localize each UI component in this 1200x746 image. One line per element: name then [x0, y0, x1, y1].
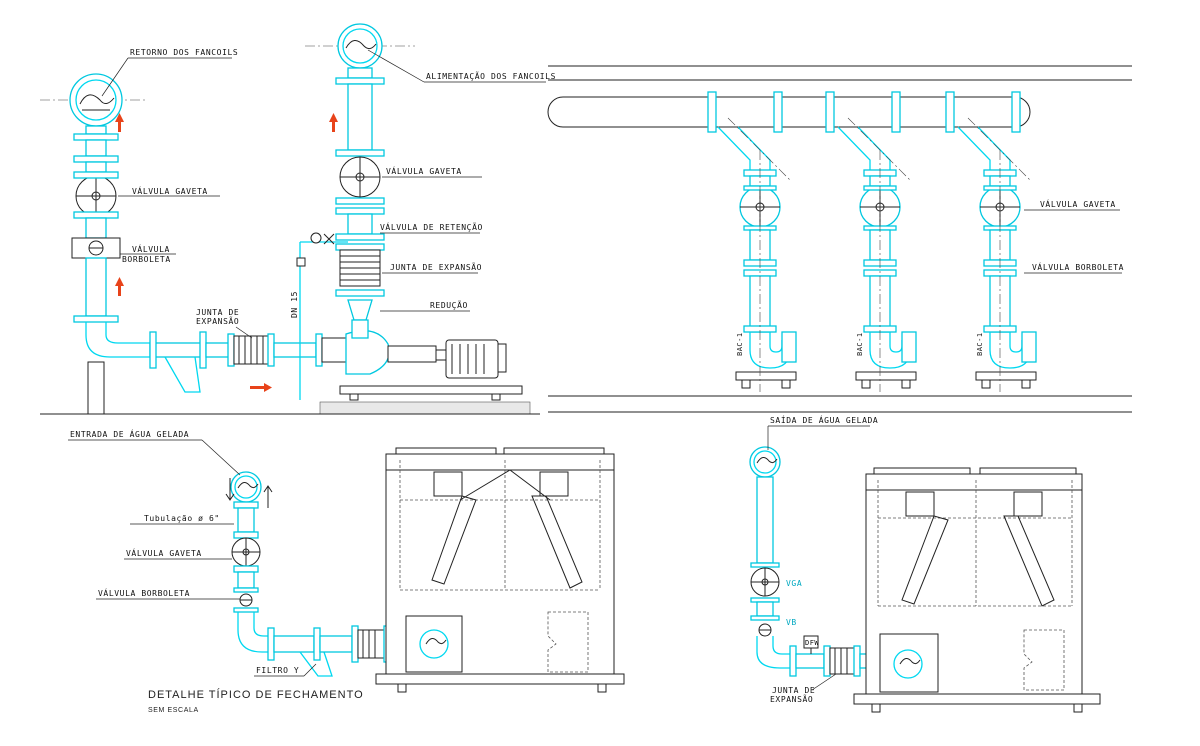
flow-arrows — [115, 113, 338, 296]
fan-motor-icon-4 — [1013, 491, 1043, 517]
suction-pipe — [149, 331, 323, 393]
label-junta-de-1: JUNTA DE — [196, 308, 239, 317]
label-vb: VB — [786, 618, 797, 627]
expansion-joint-icon-4 — [829, 647, 855, 675]
tower-assembly-right — [749, 446, 1101, 713]
label-dfw: DFW — [805, 639, 819, 647]
label-tubulacao: Tubulação ø 6" — [144, 514, 220, 523]
expansion-joint-icon-3 — [357, 629, 385, 659]
label-alimentacao: ALIMENTAÇÃO DOS FANCOILS — [426, 71, 556, 81]
detail-title: DETALHE TÍPICO DE FECHAMENTO — [148, 688, 364, 701]
pump-motor-unit — [40, 330, 540, 415]
label-bac1-a: BAC-1 — [736, 332, 744, 356]
pump-assembly: RETORNO DOS FANCOILS ALIMENTAÇÃO DOS FAN… — [40, 23, 556, 415]
tower-assembly-left — [225, 447, 625, 693]
label-bac1-b: BAC-1 — [856, 332, 864, 356]
detail-subtitle: SEM ESCALA — [148, 707, 199, 714]
pressure-gauge-icon — [310, 232, 322, 244]
water-basin-outlet — [405, 615, 463, 673]
label-valvula-gaveta-4: VÁLVULA GAVETA — [126, 547, 202, 558]
header-branches — [547, 65, 1132, 413]
branch-1 — [717, 117, 797, 392]
branch-2 — [837, 117, 917, 392]
label-dn15: DN 15 — [290, 291, 299, 318]
motor-icon — [445, 339, 499, 379]
label-junta-expansao: JUNTA DE EXPANSÃO — [390, 262, 482, 272]
labels-tower-right: SAÍDA DE ÁGUA GELADA VGA VB DFW JUNTA DE… — [767, 414, 878, 704]
y-strainer-icon-2 — [299, 651, 333, 677]
water-basin-outlet-2 — [879, 633, 939, 693]
labels-tower-left: ENTRADA DE ÁGUA GELADA Tubulação ø 6" VÁ… — [68, 428, 364, 714]
fan-motor-icon-2 — [539, 471, 569, 497]
label-vga: VGA — [786, 579, 802, 588]
label-junta-de-2: JUNTA DE — [772, 686, 815, 695]
label-reducao: REDUÇÃO — [430, 300, 468, 310]
fan-motor-icon — [433, 471, 463, 497]
label-valvula-borboleta-4: VÁLVULA BORBOLETA — [98, 587, 190, 598]
label-bac1-c: BAC-1 — [976, 332, 984, 356]
label-valvula-gaveta-3: VÁLVULA GAVETA — [1040, 198, 1116, 209]
label-filtro-y: FILTRO Y — [256, 666, 299, 675]
label-expansao-1: EXPANSÃO — [196, 316, 239, 326]
label-saida-agua: SAÍDA DE ÁGUA GELADA — [770, 414, 878, 425]
branch — [717, 117, 1037, 392]
label-entrada-agua: ENTRADA DE ÁGUA GELADA — [70, 428, 189, 439]
label-valvula-gaveta-2: VÁLVULA GAVETA — [386, 165, 462, 176]
main-header-pipe — [547, 96, 1031, 128]
label-valvula-gaveta-1: VÁLVULA GAVETA — [132, 185, 208, 196]
label-valvula-1: VÁLVULA — [132, 243, 170, 254]
label-valvula-retencao: VÁLVULA DE RETENÇÃO — [380, 221, 483, 232]
label-borboleta-1: BORBOLETA — [122, 255, 171, 264]
labels-pump: RETORNO DOS FANCOILS ALIMENTAÇÃO DOS FAN… — [101, 48, 556, 339]
fan-motor-icon-3 — [905, 491, 935, 517]
y-strainer-icon — [164, 356, 201, 393]
supply-riser-pipe — [296, 23, 385, 400]
label-expansao-2: EXPANSÃO — [770, 694, 813, 704]
branch-3 — [957, 117, 1037, 392]
labels-header: VÁLVULA GAVETA VÁLVULA BORBOLETA BAC-1 B… — [736, 198, 1124, 356]
return-riser-pipe — [69, 73, 150, 415]
label-valvula-borboleta-3: VÁLVULA BORBOLETA — [1032, 261, 1124, 272]
label-retorno: RETORNO DOS FANCOILS — [130, 48, 238, 57]
